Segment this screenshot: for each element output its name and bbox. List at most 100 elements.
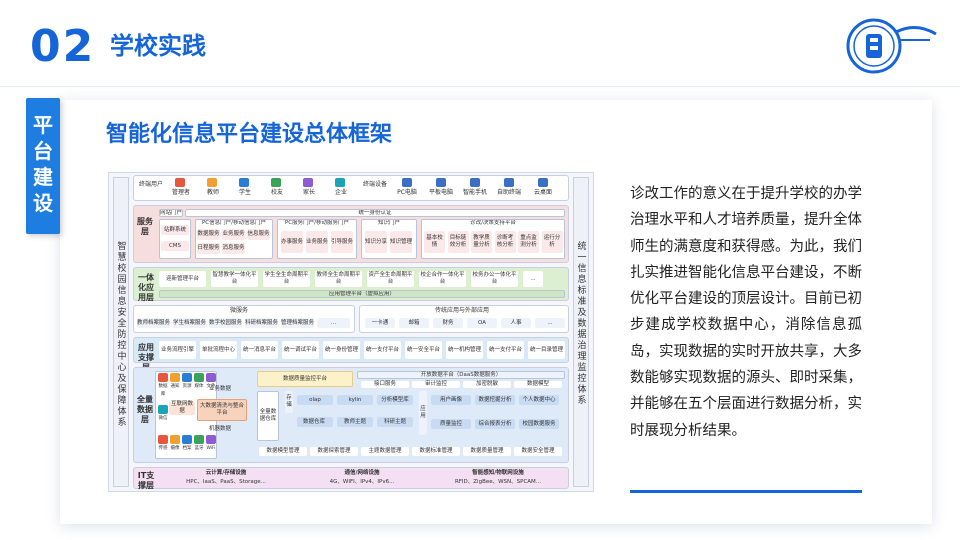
it-group-title-1[interactable]: 通信/网络设施 [344,469,380,476]
source-1[interactable]: 通知 [170,384,180,389]
integration-item-5[interactable]: 校企合作一体化平台 [419,271,466,287]
source-9[interactable]: 蓝牙 [194,446,204,451]
quality-platform[interactable]: 数据质量监控平台 [257,371,353,387]
source-2[interactable]: 资源 [182,384,192,389]
device-0[interactable]: PC电脑 [397,189,417,196]
auth-label: 统一身份认证 [358,209,392,216]
support-item-4[interactable]: 统一身份管理 [323,341,360,359]
integration-item-1[interactable]: 智慧教学一体化平台 [211,271,258,287]
support-item-5[interactable]: 统一支付平台 [364,341,401,359]
open-item-0[interactable]: 接口服务 [361,381,409,388]
data-mgmt-item-3[interactable]: 数据标准管理 [412,447,460,456]
micro-item-3[interactable]: 科研档案服务 [245,318,278,328]
pc-item-1[interactable]: 业务服务 [222,229,245,240]
data-mgmt-item-0[interactable]: 数据模型管理 [259,447,307,456]
support-item-9[interactable]: 统一目录管理 [528,341,565,359]
store-item-6[interactable]: 数据仓库 [297,417,331,427]
svc-item-0[interactable]: 办事服务 [281,231,303,253]
source-7[interactable]: 摄像 [170,446,180,451]
decision-item-5[interactable]: 运行分析 [541,231,563,253]
data-mgmt-item-4[interactable]: 数据质量管理 [463,447,511,456]
app-item-0[interactable]: 用户画像 [431,395,471,405]
site-item-1[interactable]: CMS [161,241,189,251]
user-2[interactable]: 学生 [238,189,251,196]
open-item-2[interactable]: 加密脱敏 [463,381,511,388]
support-item-1[interactable]: 单批流程中心 [200,341,237,359]
open-data-platform[interactable]: 开放数据平台（DaaS数据服务） [357,371,565,379]
support-item-3[interactable]: 统一调试平台 [282,341,319,359]
user-1[interactable]: 教师 [206,189,219,196]
app-item-3[interactable]: 质量监控 [431,419,471,429]
store-item-1[interactable]: kylin [337,395,373,405]
legacy-item-3[interactable]: OA [467,318,497,328]
decision-item-2[interactable]: 教学质量分析 [471,231,492,253]
integration-item-2[interactable]: 学生全生命周期平台 [263,271,310,287]
store-item-0[interactable]: olap [297,395,333,405]
user-0[interactable]: 管理者 [171,189,190,196]
data-mgmt-item-1[interactable]: 数据探索管理 [310,447,358,456]
know-item-1[interactable]: 知识管理 [390,231,412,253]
user-5[interactable]: 企业 [334,189,347,196]
integration-item-4[interactable]: 资产全生命周期平台 [367,271,414,287]
device-4[interactable]: 云桌面 [533,189,552,196]
bigdata-platform[interactable]: 大数据清洗与整合平台 [197,399,247,421]
micro-item-1[interactable]: 学生档案服务 [173,318,206,328]
legacy-item-0[interactable]: 一卡通 [365,318,395,328]
micro-item-5[interactable]: ... [317,318,350,328]
decision-item-1[interactable]: 目标链效分析 [447,231,469,253]
source-4[interactable]: 文件 [206,384,216,389]
source-10[interactable]: WiFi [206,446,216,451]
user-4[interactable]: 家长 [302,189,315,196]
integration-item-6[interactable]: 校务办公一体化平台 [471,271,518,287]
integration-item-0[interactable]: 迎新管理平台 [159,271,206,287]
store-item-4[interactable]: 教师主题 [337,417,373,427]
app-item-2[interactable]: 个人数据中心 [519,395,559,405]
decision-item-3[interactable]: 诊断考核分析 [494,231,516,253]
pc-item-2[interactable]: 信息服务 [247,229,270,240]
support-item-8[interactable]: 统一支付平台 [487,341,524,359]
integration-item-3[interactable]: 教师全生命周期平台 [315,271,362,287]
device-3[interactable]: 自助终端 [496,189,521,196]
source-3[interactable]: 媒体 [194,384,204,389]
source-8[interactable]: 档案 [182,446,192,451]
legacy-item-4[interactable]: 人事 [501,318,531,328]
svc-item-1[interactable]: 业务服务 [306,231,328,253]
micro-item-2[interactable]: 数字校园服务 [209,318,242,328]
source-6[interactable]: 传感 [158,446,168,451]
source-5[interactable]: 微信 [158,416,168,421]
data-mgmt-item-2[interactable]: 主题数据管理 [361,447,409,456]
micro-item-0[interactable]: 教师档案服务 [137,318,170,328]
source-0[interactable]: 数据库 [158,384,168,397]
it-group-title-0[interactable]: 云计算/存储设施 [205,469,247,476]
app-item-4[interactable]: 综合报表分析 [475,419,515,429]
svc-item-2[interactable]: 引导服务 [331,231,353,253]
open-item-3[interactable]: 数据模型 [514,381,562,388]
open-item-1[interactable]: 审计监控 [412,381,460,388]
device-2[interactable]: 智能手机 [462,189,487,196]
support-item-7[interactable]: 统一机构管理 [446,341,483,359]
support-item-6[interactable]: 统一安全平台 [405,341,442,359]
pc-item-4[interactable]: 消息服务 [222,243,245,254]
legacy-item-2[interactable]: 财务 [433,318,463,328]
iot-data[interactable]: 互联网数据 [169,401,195,415]
it-group-title-2[interactable]: 智能感知/物联网设施 [472,469,524,476]
support-item-0[interactable]: 业务流程引擎 [159,341,196,359]
device-1[interactable]: 平板电脑 [428,189,453,196]
decision-item-0[interactable]: 基本校情 [424,231,445,253]
pc-item-0[interactable]: 数据服务 [197,229,220,240]
support-item-2[interactable]: 统一消息平台 [241,341,278,359]
app-item-1[interactable]: 数据挖掘分析 [475,395,515,405]
app-item-5[interactable]: 校园数据服务 [519,419,559,429]
integration-item-7[interactable]: ... [523,271,543,287]
legacy-item-1[interactable]: 邮箱 [399,318,429,328]
user-3[interactable]: 校友 [270,189,283,196]
site-item-0[interactable]: 站群系统 [161,225,189,235]
legacy-item-5[interactable]: ... [535,318,565,328]
data-mgmt-item-5[interactable]: 数据安全管理 [514,447,562,456]
store-item-5[interactable]: 科研主题 [377,417,413,427]
know-item-0[interactable]: 知识分享 [365,231,387,253]
pc-item-3[interactable]: 日程服务 [197,243,220,254]
decision-item-4[interactable]: 重点监测分析 [518,231,539,253]
store-item-2[interactable]: 分析模型库 [377,395,413,405]
micro-item-4[interactable]: 管理档案服务 [281,318,314,328]
